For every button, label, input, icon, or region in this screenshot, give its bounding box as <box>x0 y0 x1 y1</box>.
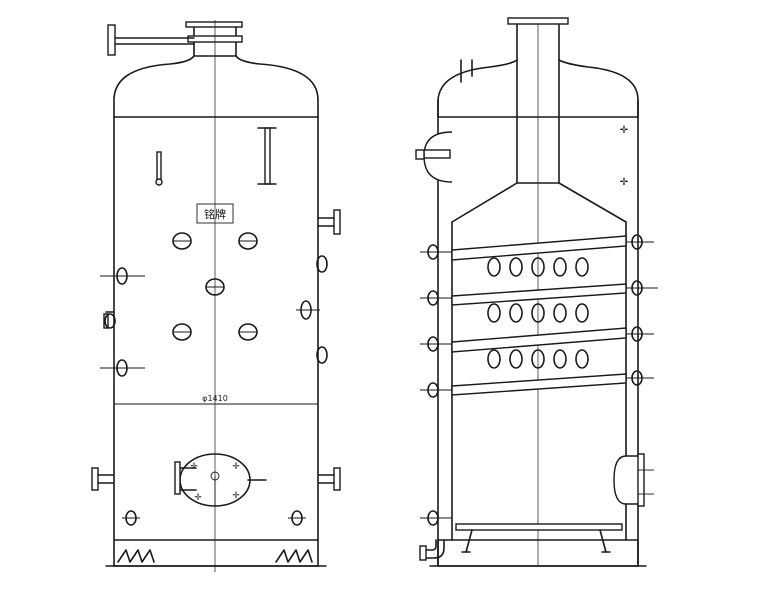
fire-tube-row <box>487 257 589 277</box>
handhole <box>172 232 192 250</box>
handhole <box>238 323 258 341</box>
lower-connections <box>91 467 341 526</box>
fire-tube-bank <box>487 257 589 369</box>
burner-port <box>613 453 654 507</box>
handhole-group <box>172 232 258 341</box>
boiler-section-view: ✛ ✛ <box>415 17 658 567</box>
level-gauge <box>257 127 277 185</box>
svg-text:✛: ✛ <box>194 493 202 503</box>
fire-tube-row <box>487 349 589 369</box>
svg-text:✛: ✛ <box>232 491 240 501</box>
drain-flange <box>419 545 427 561</box>
handhole <box>205 278 225 296</box>
handhole <box>172 323 192 341</box>
thermometer <box>155 151 163 186</box>
svg-text:✛: ✛ <box>190 462 198 472</box>
top-manhole <box>415 131 453 183</box>
top-outlet-nozzle <box>185 21 243 57</box>
fire-tube-row <box>487 303 589 323</box>
base-support-left <box>117 549 155 563</box>
drain-pipe <box>425 539 445 559</box>
section-dome-head <box>437 59 639 118</box>
svg-text:✛: ✛ <box>232 462 240 472</box>
handhole <box>238 232 258 250</box>
access-door: ✛ ✛ ✛ ✛ <box>174 453 267 507</box>
side-pipe <box>107 24 195 56</box>
vent-marker: ✛ <box>620 177 629 188</box>
nameplate: 铭牌 <box>196 203 234 224</box>
smoke-hood <box>451 182 627 223</box>
side-nozzles-left <box>100 267 145 377</box>
side-nozzles-right <box>296 209 341 364</box>
diameter-dimension: φ1410 <box>114 394 318 405</box>
nameplate-label: 铭牌 <box>204 207 226 221</box>
vent-marker: ✛ <box>620 125 629 136</box>
baffle-plates <box>451 235 627 396</box>
grate <box>455 523 623 553</box>
diameter-label: φ1410 <box>202 394 228 403</box>
section-nozzles-left <box>420 244 452 526</box>
vent-pipe <box>460 59 473 83</box>
section-nozzles-right <box>626 234 658 386</box>
boiler-exterior-view: 铭牌 <box>91 20 341 572</box>
dome-head <box>113 55 319 118</box>
base-support-right <box>275 549 313 563</box>
